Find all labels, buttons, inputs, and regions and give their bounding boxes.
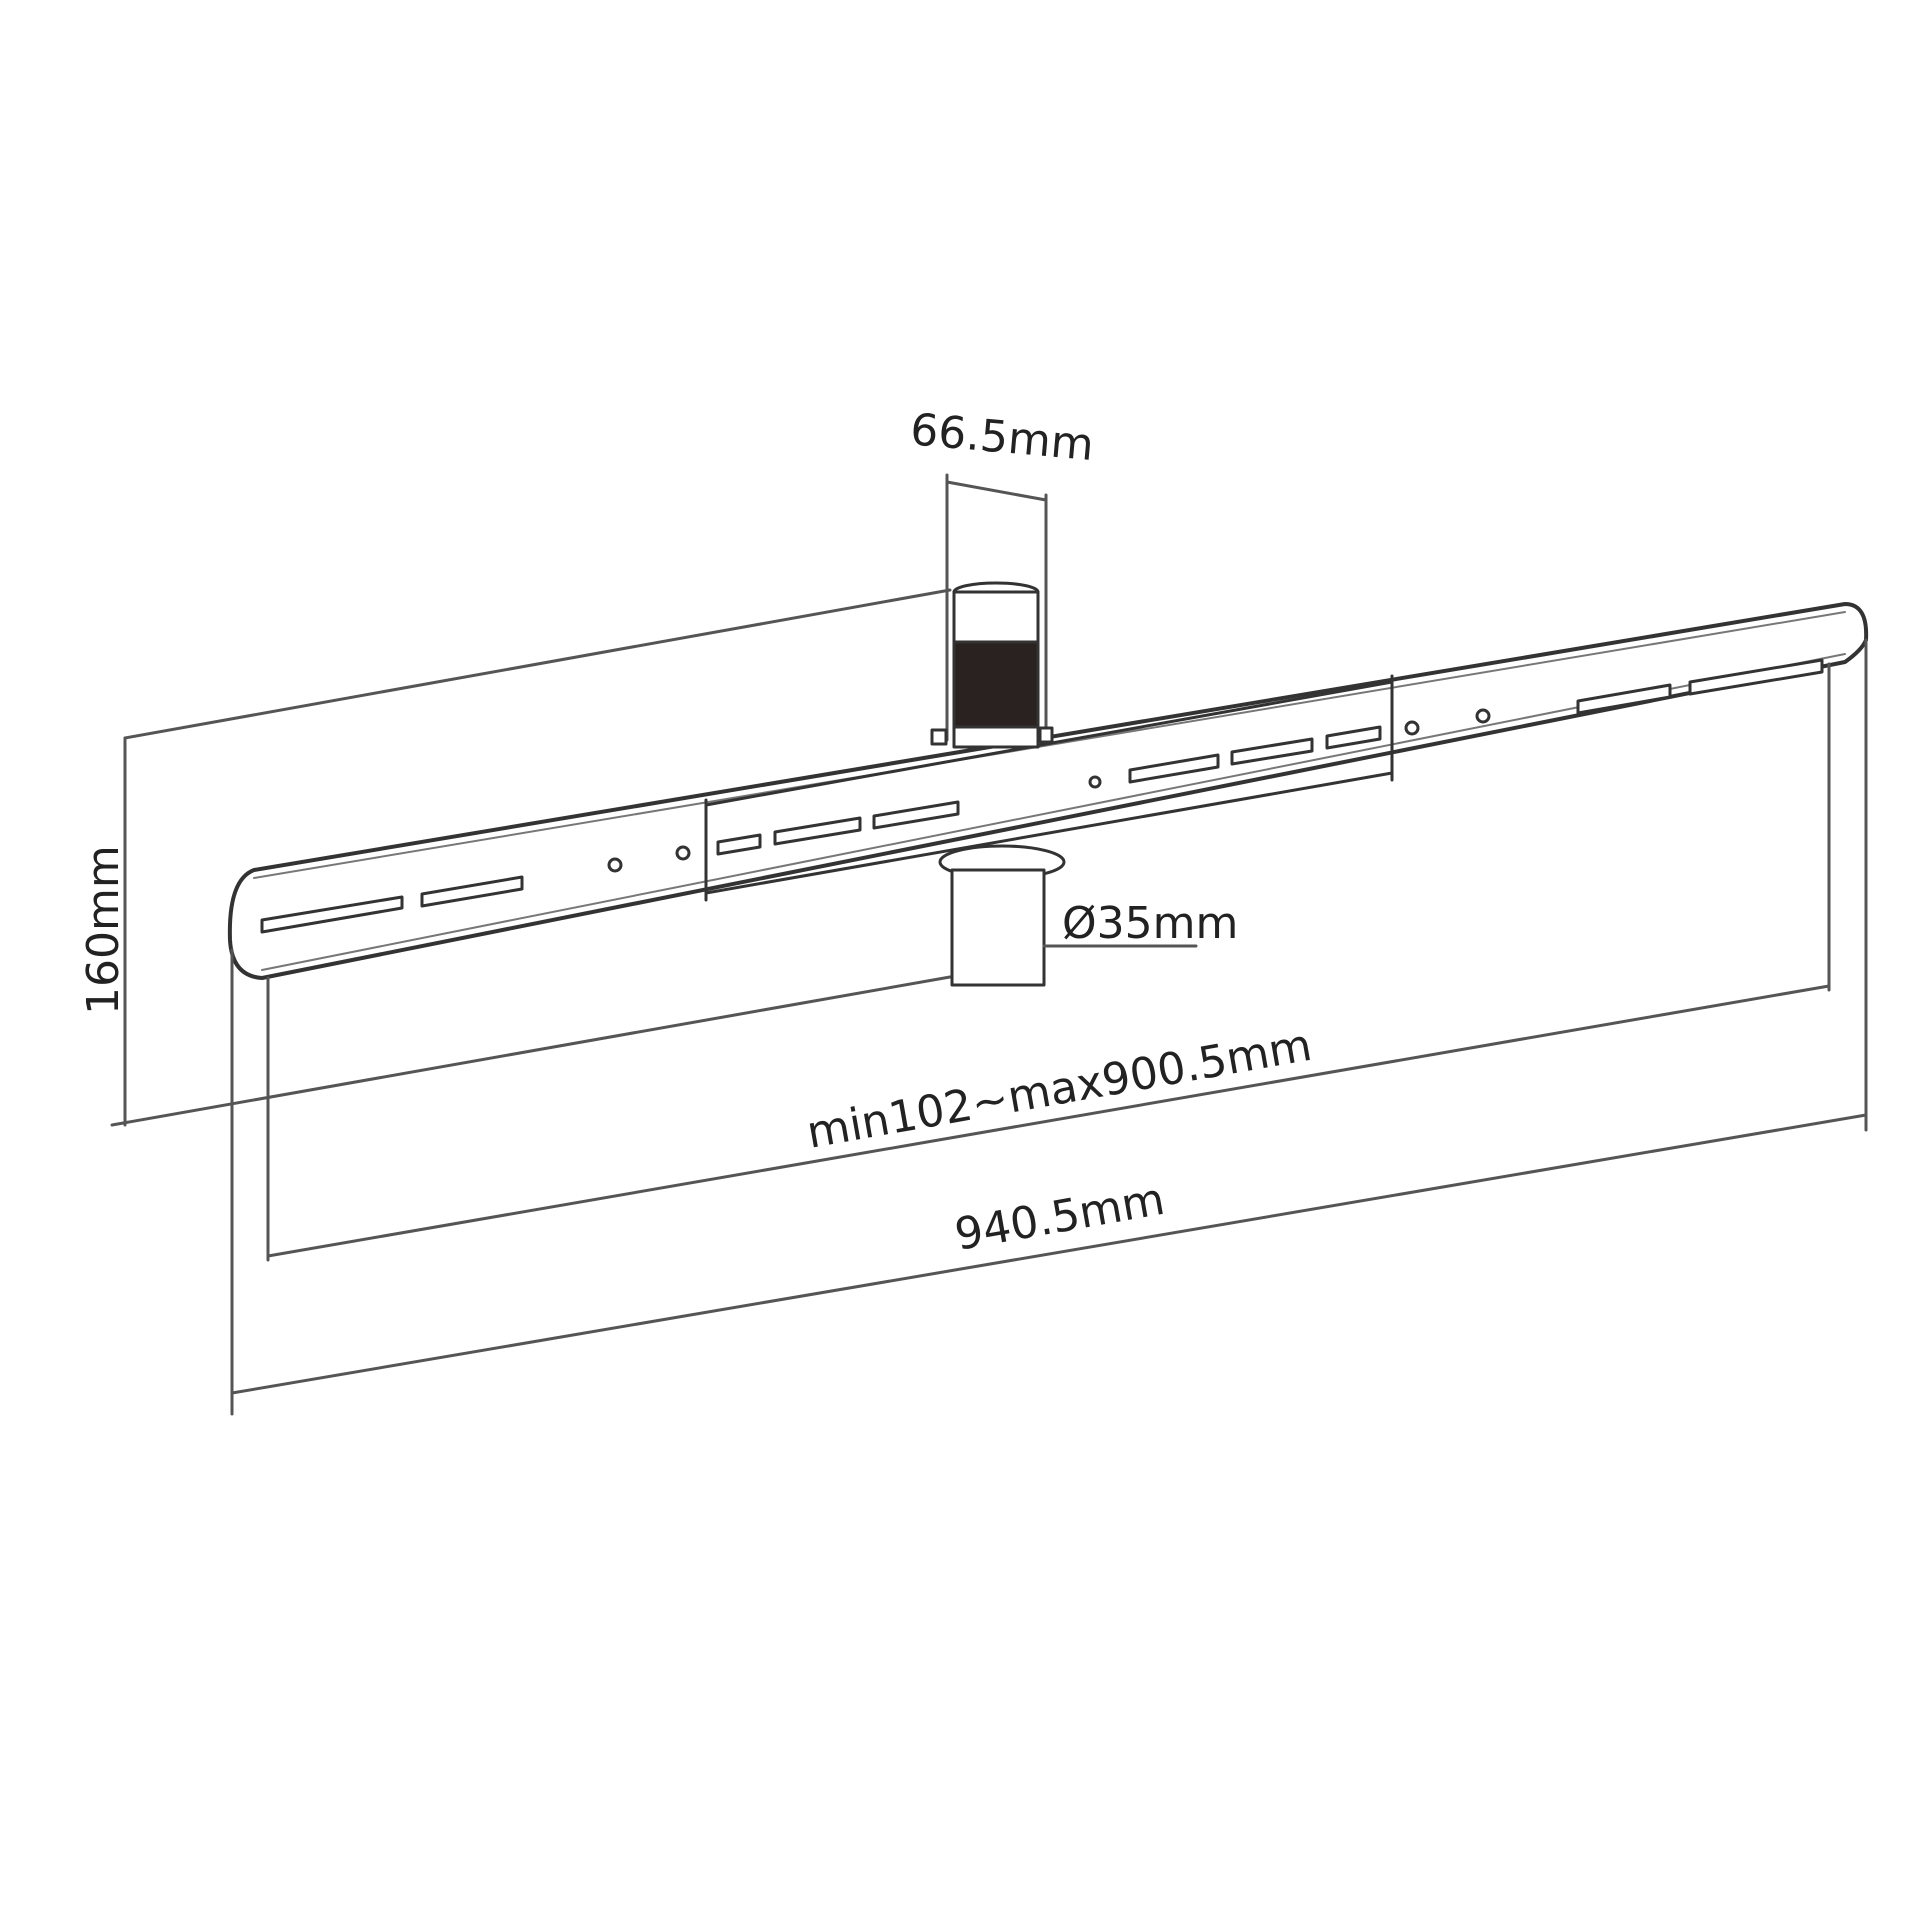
- bottom-pole: [938, 844, 1066, 987]
- total-dimension-lines: [230, 638, 1868, 1416]
- total-length-label: 940.5mm: [951, 1174, 1168, 1261]
- diameter-label: Ø35mm: [1062, 898, 1238, 949]
- height-label: 160mm: [78, 845, 129, 1015]
- slots: [260, 658, 1824, 934]
- top-post: [930, 581, 1054, 749]
- holes: [607, 708, 1491, 873]
- post-width-dimension-lines: [945, 473, 1048, 742]
- main-bar: [227, 602, 1869, 980]
- post-width-label: 66.5mm: [908, 404, 1095, 471]
- range-dimension-lines: [266, 662, 1831, 1262]
- height-dimension-lines: [110, 588, 952, 1127]
